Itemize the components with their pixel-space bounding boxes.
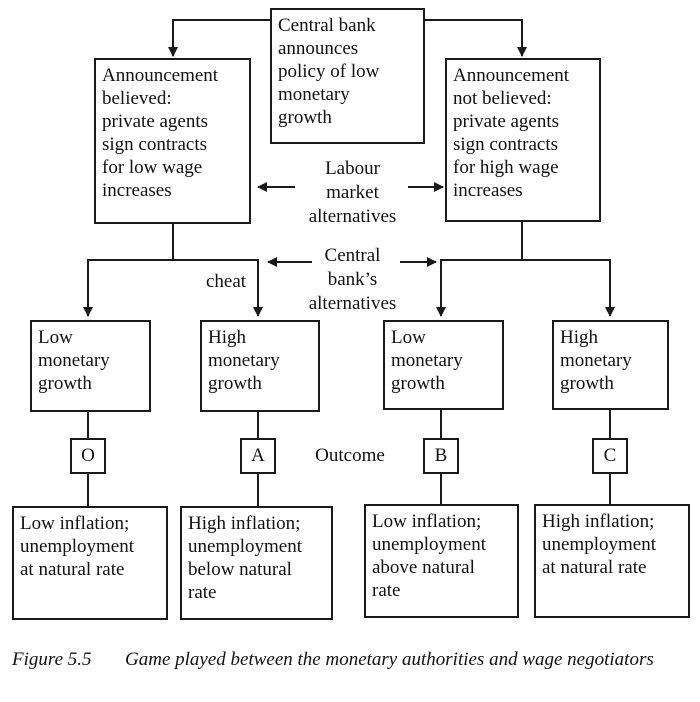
arrow-right-to-low — [436, 259, 522, 317]
arrow-right-to-high — [522, 259, 615, 317]
announcement-not-believed-box: Announcement not believed: private agent… — [445, 58, 601, 222]
choice-high-growth-2: High monetary growth — [552, 320, 669, 410]
labour-market-label: Labour market alternatives — [308, 158, 397, 227]
arrow-top-to-right — [425, 19, 527, 57]
result-box-b: Low inflation; unemployment above natura… — [364, 504, 519, 618]
cheat-label: cheat — [205, 271, 247, 292]
choice-high-growth-1: High monetary growth — [200, 320, 320, 412]
result-box-a: High inflation; unemployment below natur… — [180, 506, 333, 620]
choice-low-growth-2: Low monetary growth — [383, 320, 504, 410]
central-bank-box: Central bank announces policy of low mon… — [270, 8, 425, 144]
figure-number: Figure 5.5 — [12, 649, 92, 670]
arrow-top-to-left — [168, 19, 270, 57]
figure-caption-text: Game played between the monetary authori… — [125, 649, 654, 670]
announcement-believed-box: Announcement believed: private agents si… — [94, 58, 251, 224]
outcome-label: Outcome — [315, 445, 385, 466]
outcome-a-box: A — [240, 438, 276, 474]
arrow-left-to-high — [173, 259, 263, 317]
choice-low-growth-1: Low monetary growth — [30, 320, 151, 412]
central-bank-alternatives-label: Central bank’s alternatives — [308, 245, 397, 314]
outcome-b-box: B — [423, 438, 459, 474]
result-box-c: High inflation; unemployment at natural … — [534, 504, 690, 618]
result-box-o: Low inflation; unemployment at natural r… — [12, 506, 168, 620]
outcome-o-box: O — [70, 438, 106, 474]
outcome-c-box: C — [592, 438, 628, 474]
arrow-left-to-low — [83, 259, 173, 317]
